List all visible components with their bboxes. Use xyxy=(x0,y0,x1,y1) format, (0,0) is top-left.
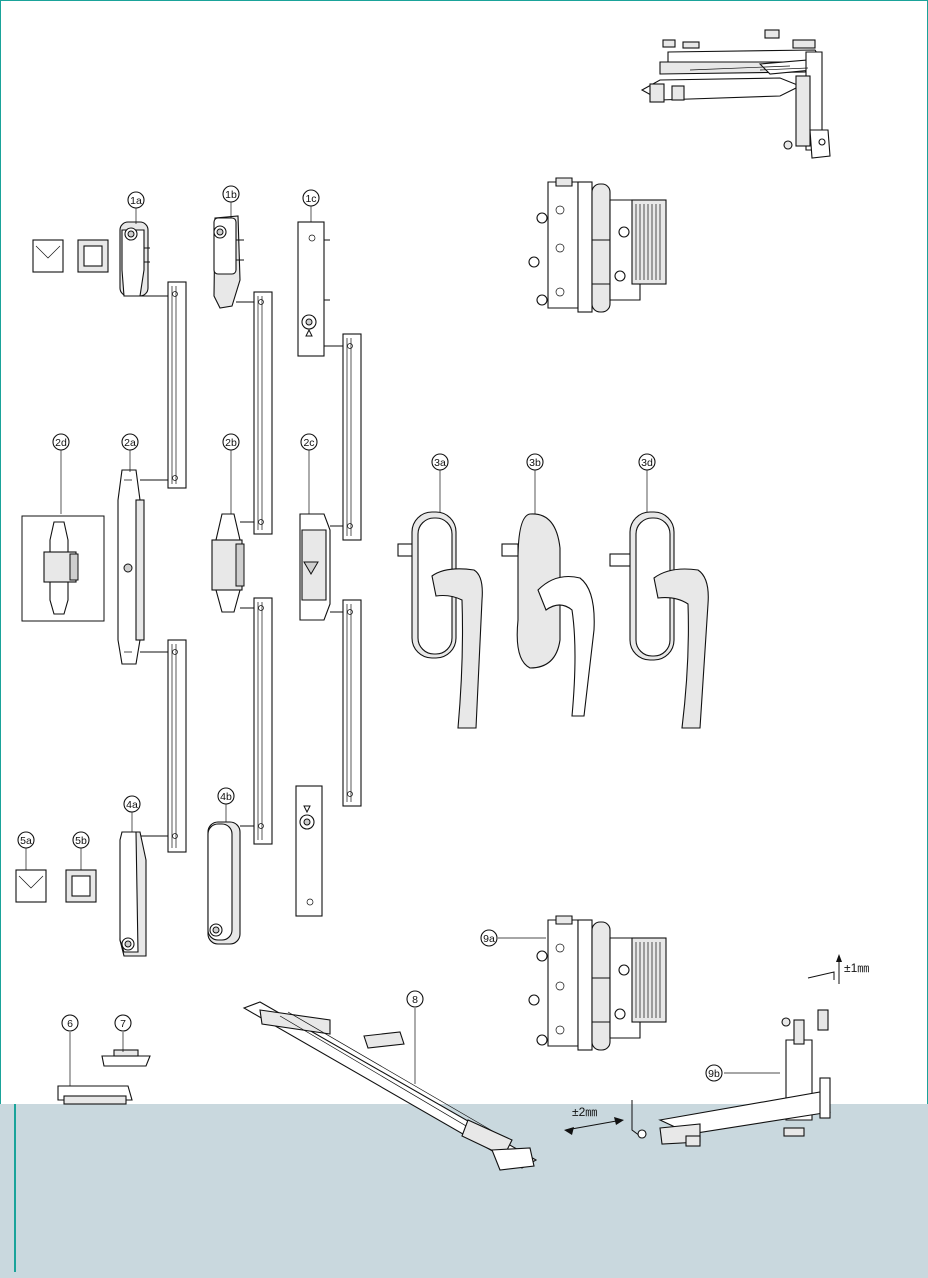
part-8-stay-arm xyxy=(242,1001,538,1171)
strike-plate-5-bottom-left xyxy=(15,869,97,903)
callout-3d: 3d xyxy=(638,453,656,471)
callout-1c: 1c xyxy=(302,189,320,207)
svg-text:8: 8 xyxy=(412,994,418,1006)
svg-text:2b: 2b xyxy=(225,437,237,449)
part-1c xyxy=(297,221,330,357)
callout-9b: 9b xyxy=(705,1064,723,1082)
part-6 xyxy=(57,1085,133,1105)
svg-text:1b: 1b xyxy=(225,189,237,201)
svg-text:3b: 3b xyxy=(529,457,541,469)
part-7 xyxy=(101,1049,151,1067)
frame-hinge-top xyxy=(528,177,667,313)
part-2d-boxed xyxy=(21,515,105,622)
part-1b xyxy=(213,215,244,309)
part-1a xyxy=(119,221,150,297)
svg-text:4b: 4b xyxy=(220,791,232,803)
svg-text:6: 6 xyxy=(67,1018,73,1030)
corner-stay-assembly-top xyxy=(640,29,831,159)
svg-text:5a: 5a xyxy=(20,835,32,847)
svg-text:2d: 2d xyxy=(55,437,67,449)
svg-text:1c: 1c xyxy=(305,193,316,205)
callouts: 1a 1b 1c 2d 2a 2b 2c 3a 3b 3d 4a 4b 5a 5… xyxy=(17,185,723,1082)
part-4a xyxy=(119,831,147,957)
svg-text:9b: 9b xyxy=(708,1068,720,1080)
svg-text:5b: 5b xyxy=(75,835,87,847)
vertical-adjust-text: ±1㎜ xyxy=(844,961,869,975)
callout-2d: 2d xyxy=(52,433,70,451)
callout-5b: 5b xyxy=(72,831,90,849)
svg-text:3a: 3a xyxy=(434,457,446,469)
svg-text:2a: 2a xyxy=(124,437,136,449)
callout-6: 6 xyxy=(61,1014,79,1032)
vertical-adjust-indicator: ±1㎜ xyxy=(836,954,869,984)
part-2a xyxy=(117,469,145,665)
svg-text:3d: 3d xyxy=(641,457,653,469)
callout-3a: 3a xyxy=(431,453,449,471)
callout-2b: 2b xyxy=(222,433,240,451)
connecting-rods xyxy=(140,281,362,853)
callout-leaders xyxy=(25,202,780,1086)
callout-4b: 4b xyxy=(217,787,235,805)
frame-hinge-9a xyxy=(528,915,667,1051)
svg-text:9a: 9a xyxy=(483,933,495,945)
horizontal-adjust-indicator: ±2㎜ xyxy=(564,1105,624,1135)
handle-3d xyxy=(609,511,709,729)
callout-9a: 9a xyxy=(480,929,498,947)
part-2b xyxy=(211,513,245,613)
callout-7: 7 xyxy=(114,1014,132,1032)
strike-plate-5-top-left xyxy=(32,239,109,273)
callout-1a: 1a xyxy=(127,191,145,209)
corner-stay-assembly-9b xyxy=(658,971,835,1147)
part-4b xyxy=(207,821,241,945)
callout-8: 8 xyxy=(406,990,424,1008)
handle-3a xyxy=(397,511,483,729)
svg-text:2c: 2c xyxy=(303,437,314,449)
callout-4a: 4a xyxy=(123,795,141,813)
callout-5a: 5a xyxy=(17,831,35,849)
svg-text:7: 7 xyxy=(120,1018,126,1030)
part-2c xyxy=(299,513,331,621)
callout-3b: 3b xyxy=(526,453,544,471)
bottom-band-rule xyxy=(14,1104,16,1272)
callout-1b: 1b xyxy=(222,185,240,203)
horizontal-adjust-text: ±2㎜ xyxy=(572,1105,597,1119)
svg-text:1a: 1a xyxy=(130,195,142,207)
callout-2c: 2c xyxy=(300,433,318,451)
hex-key-tool xyxy=(631,1100,647,1139)
svg-text:4a: 4a xyxy=(126,799,138,811)
handle-3b xyxy=(501,513,595,717)
lock-keeper-bottom xyxy=(295,785,323,917)
callout-2a: 2a xyxy=(121,433,139,451)
